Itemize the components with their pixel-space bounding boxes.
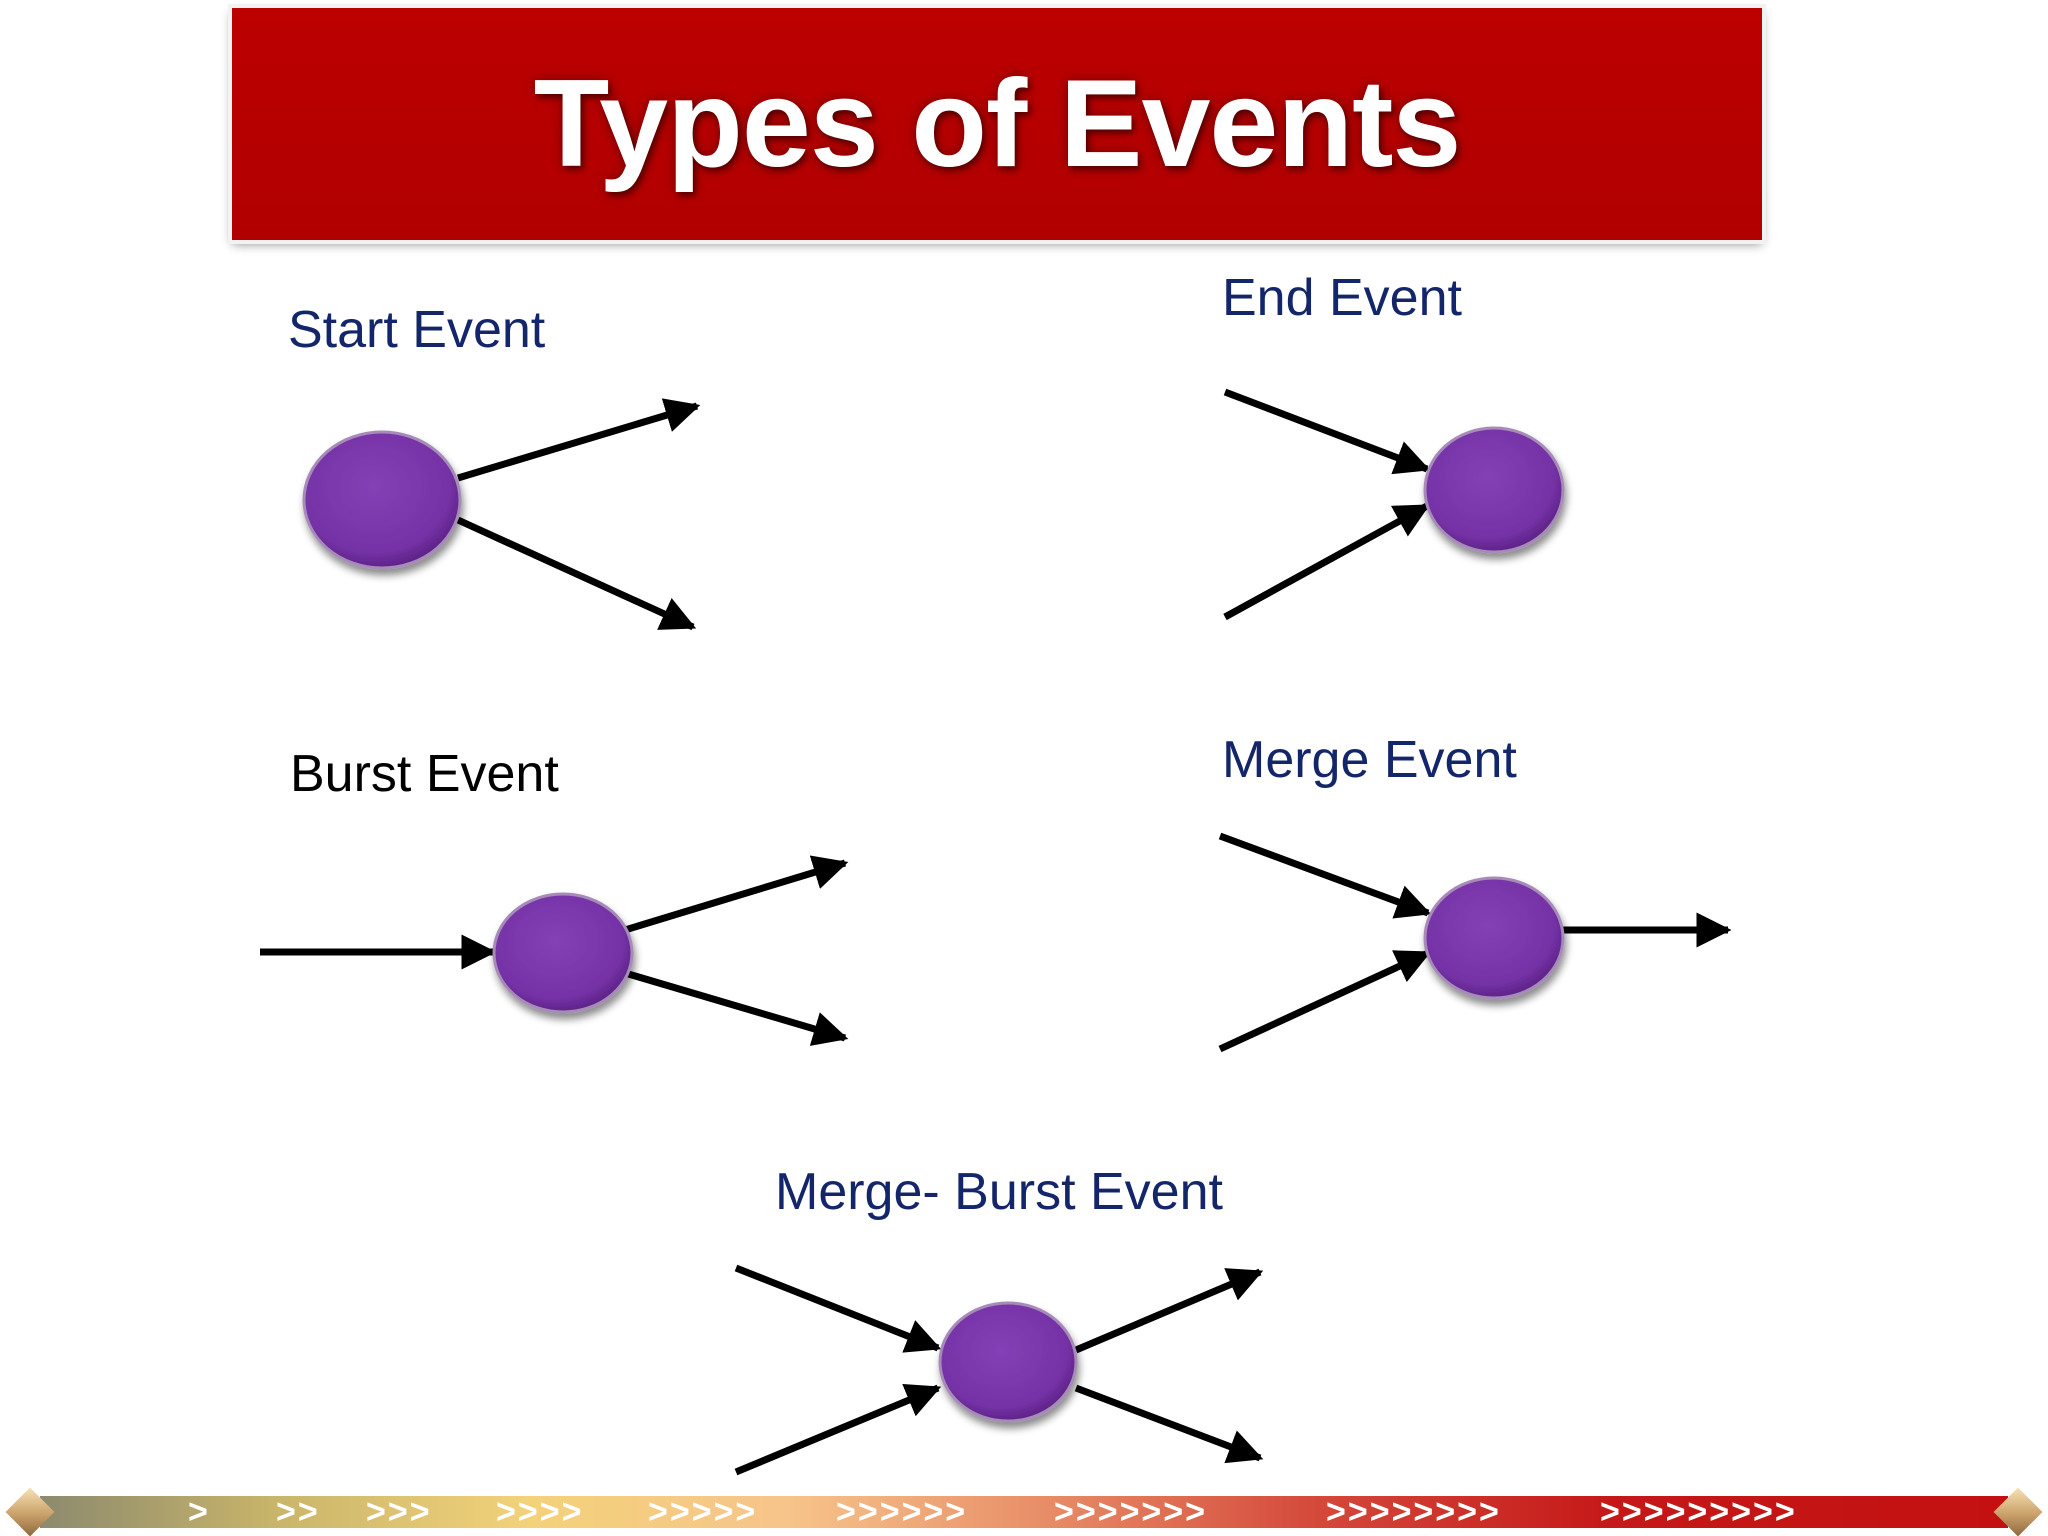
merge-event-label: Merge Event bbox=[1222, 731, 1517, 789]
end-event-label: End Event bbox=[1222, 269, 1462, 327]
arrow bbox=[1218, 949, 1432, 1053]
arrow bbox=[624, 969, 849, 1046]
arrow bbox=[623, 855, 849, 934]
chevron-group: >>>>>>>> bbox=[1326, 1496, 1501, 1528]
end-event-diagram bbox=[1223, 388, 1565, 621]
title-banner: Types of Events bbox=[232, 8, 1762, 240]
merge-burst-event-diagram bbox=[734, 1264, 1264, 1476]
slide-title: Types of Events bbox=[533, 55, 1462, 193]
chevron-group: >>> bbox=[366, 1496, 432, 1528]
arrow bbox=[1074, 1384, 1264, 1464]
chevron-group: >>>>>>> bbox=[1054, 1496, 1207, 1528]
footer-strip: > >> >>> >>>> >>>>> >>>>>> >>>>>>> >>>>>… bbox=[40, 1496, 2008, 1528]
right-diamond-icon bbox=[1993, 1487, 2043, 1536]
arrow bbox=[734, 1383, 942, 1476]
start-event-diagram bbox=[302, 398, 701, 631]
merge-burst-event-label: Merge- Burst Event bbox=[775, 1163, 1223, 1221]
event-node bbox=[938, 1301, 1078, 1423]
chevron-group: >>>>> bbox=[648, 1496, 758, 1528]
event-node bbox=[1423, 426, 1565, 554]
arrow bbox=[1223, 502, 1431, 621]
chevron-group: >> bbox=[276, 1496, 320, 1528]
arrow bbox=[734, 1264, 942, 1353]
footer-progress-bar: > >> >>> >>>> >>>>> >>>>>> >>>>>>> >>>>>… bbox=[0, 1487, 2048, 1536]
arrow bbox=[1074, 1268, 1264, 1354]
chevron-group: > bbox=[188, 1496, 210, 1528]
arrow bbox=[456, 516, 697, 631]
arrow bbox=[1223, 388, 1431, 475]
event-node bbox=[492, 892, 634, 1014]
arrow bbox=[1218, 832, 1432, 919]
start-event-label: Start Event bbox=[288, 301, 546, 359]
event-node bbox=[302, 430, 462, 570]
left-diamond-icon bbox=[5, 1487, 55, 1536]
chevron-group: >>>> bbox=[496, 1496, 584, 1528]
chevron-group: >>>>>> bbox=[836, 1496, 968, 1528]
merge-event-diagram bbox=[1218, 832, 1732, 1053]
burst-event-label: Burst Event bbox=[290, 745, 559, 803]
event-node bbox=[1423, 876, 1565, 1000]
arrow bbox=[456, 398, 701, 482]
chevron-group: >>>>>>>>> bbox=[1600, 1496, 1797, 1528]
burst-event-diagram bbox=[260, 855, 849, 1046]
